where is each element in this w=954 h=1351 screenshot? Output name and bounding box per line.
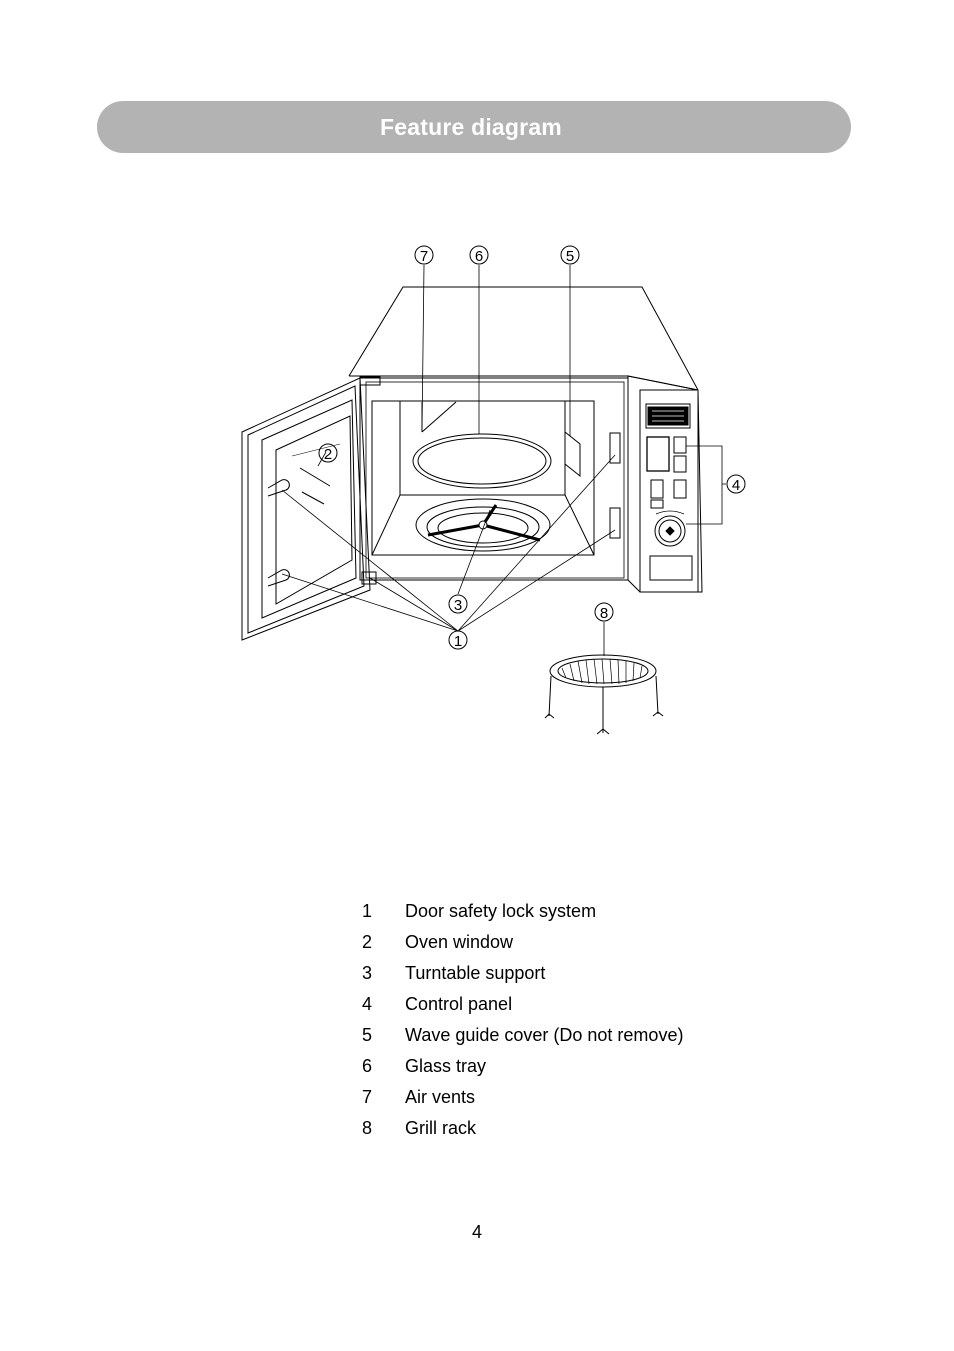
legend-number: 8 bbox=[362, 1118, 373, 1138]
callout-7: 7 bbox=[414, 245, 434, 265]
svg-text:4: 4 bbox=[732, 477, 740, 494]
callout-1: 1 bbox=[448, 630, 468, 650]
legend-item: 5 Wave guide cover (Do not remove) bbox=[362, 1020, 782, 1051]
legend-label: Wave guide cover (Do not remove) bbox=[405, 1025, 684, 1045]
svg-text:8: 8 bbox=[600, 605, 608, 622]
callout-6: 6 bbox=[469, 245, 489, 265]
legend-number: 2 bbox=[362, 932, 373, 952]
legend-item: 8 Grill rack bbox=[362, 1113, 782, 1144]
control-panel bbox=[627, 375, 703, 593]
legend-number: 1 bbox=[362, 901, 373, 921]
leader-lines bbox=[281, 264, 726, 656]
oven-cavity bbox=[371, 400, 595, 556]
legend-item: 7 Air vents bbox=[362, 1082, 782, 1113]
svg-text:6: 6 bbox=[475, 248, 483, 265]
microwave-feature-diagram: 7 6 5 2 4 3 8 1 bbox=[241, 245, 746, 735]
callout-markers: 7 6 5 2 4 3 8 1 bbox=[318, 245, 746, 650]
page-number: 4 bbox=[471, 1222, 482, 1242]
latch-slots bbox=[609, 432, 621, 539]
section-title: Feature diagram bbox=[380, 113, 562, 140]
callout-3: 3 bbox=[448, 594, 468, 614]
callout-5: 5 bbox=[560, 245, 580, 265]
svg-text:3: 3 bbox=[454, 597, 462, 614]
svg-text:7: 7 bbox=[420, 248, 428, 265]
grill-rack bbox=[544, 654, 664, 735]
wave-guide-cover bbox=[564, 430, 581, 478]
legend-label: Door safety lock system bbox=[405, 901, 597, 921]
legend-label: Turntable support bbox=[405, 963, 546, 983]
svg-text:5: 5 bbox=[566, 248, 574, 265]
callout-2: 2 bbox=[318, 443, 338, 463]
legend-number: 6 bbox=[362, 1056, 373, 1076]
legend-item: 1 Door safety lock system bbox=[362, 896, 782, 927]
oven-door bbox=[241, 377, 371, 641]
feature-legend: 1 Door safety lock system 2 Oven window … bbox=[362, 896, 782, 1144]
legend-number: 7 bbox=[362, 1087, 373, 1107]
legend-number: 5 bbox=[362, 1025, 373, 1045]
oven-body bbox=[348, 286, 699, 581]
svg-text:2: 2 bbox=[324, 446, 332, 463]
legend-label: Air vents bbox=[405, 1087, 476, 1107]
callout-4: 4 bbox=[726, 474, 746, 494]
svg-text:1: 1 bbox=[454, 633, 462, 650]
air-vents bbox=[421, 401, 457, 433]
turntable-ring bbox=[415, 498, 551, 552]
legend-item: 3 Turntable support bbox=[362, 958, 782, 989]
glass-tray bbox=[412, 433, 552, 489]
legend-label: Glass tray bbox=[405, 1056, 487, 1076]
legend-item: 6 Glass tray bbox=[362, 1051, 782, 1082]
legend-label: Oven window bbox=[405, 932, 514, 952]
legend-label: Control panel bbox=[405, 994, 513, 1014]
callout-8: 8 bbox=[594, 602, 614, 622]
legend-label: Grill rack bbox=[405, 1118, 476, 1138]
legend-number: 3 bbox=[362, 963, 373, 983]
legend-number: 4 bbox=[362, 994, 373, 1014]
legend-item: 2 Oven window bbox=[362, 927, 782, 958]
section-header-bar: Feature diagram bbox=[97, 101, 851, 153]
door-hooks bbox=[267, 376, 381, 587]
legend-item: 4 Control panel bbox=[362, 989, 782, 1020]
